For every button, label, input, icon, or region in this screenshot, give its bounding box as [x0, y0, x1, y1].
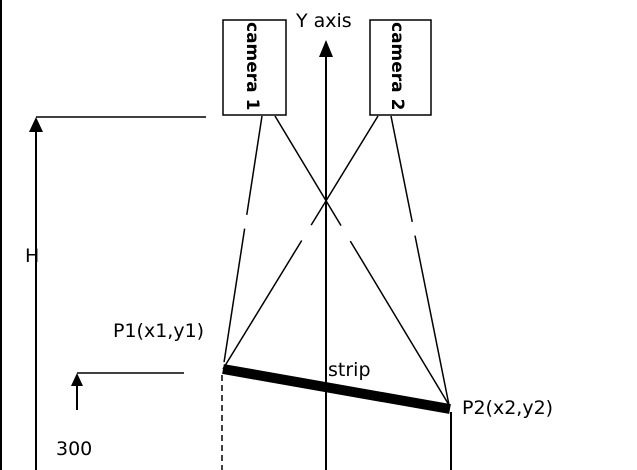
camera-1-ray-to-p1	[222, 115, 263, 370]
camera-2-ray-to-p1	[222, 115, 379, 370]
height-300-label: 300	[56, 438, 92, 460]
camera-1-box	[222, 19, 287, 116]
strip-label: strip	[328, 359, 371, 381]
camera-1-label: camera 1	[242, 22, 262, 110]
p2-label: P2(x2,y2)	[462, 397, 553, 419]
strip-segment	[222, 364, 451, 414]
y-axis-label: Y axis	[295, 10, 352, 32]
camera-2-box	[369, 19, 432, 116]
y-axis-arrowhead	[319, 40, 333, 57]
camera-2-ray-to-p2	[390, 115, 450, 406]
p1-label: P1(x1,y1)	[113, 320, 204, 342]
h-label: H	[25, 245, 39, 267]
camera-1-ray-to-p2	[274, 115, 450, 406]
h-arrowhead	[29, 117, 43, 132]
camera-2-label: camera 2	[387, 22, 407, 110]
height-300-arrowhead	[71, 373, 83, 386]
